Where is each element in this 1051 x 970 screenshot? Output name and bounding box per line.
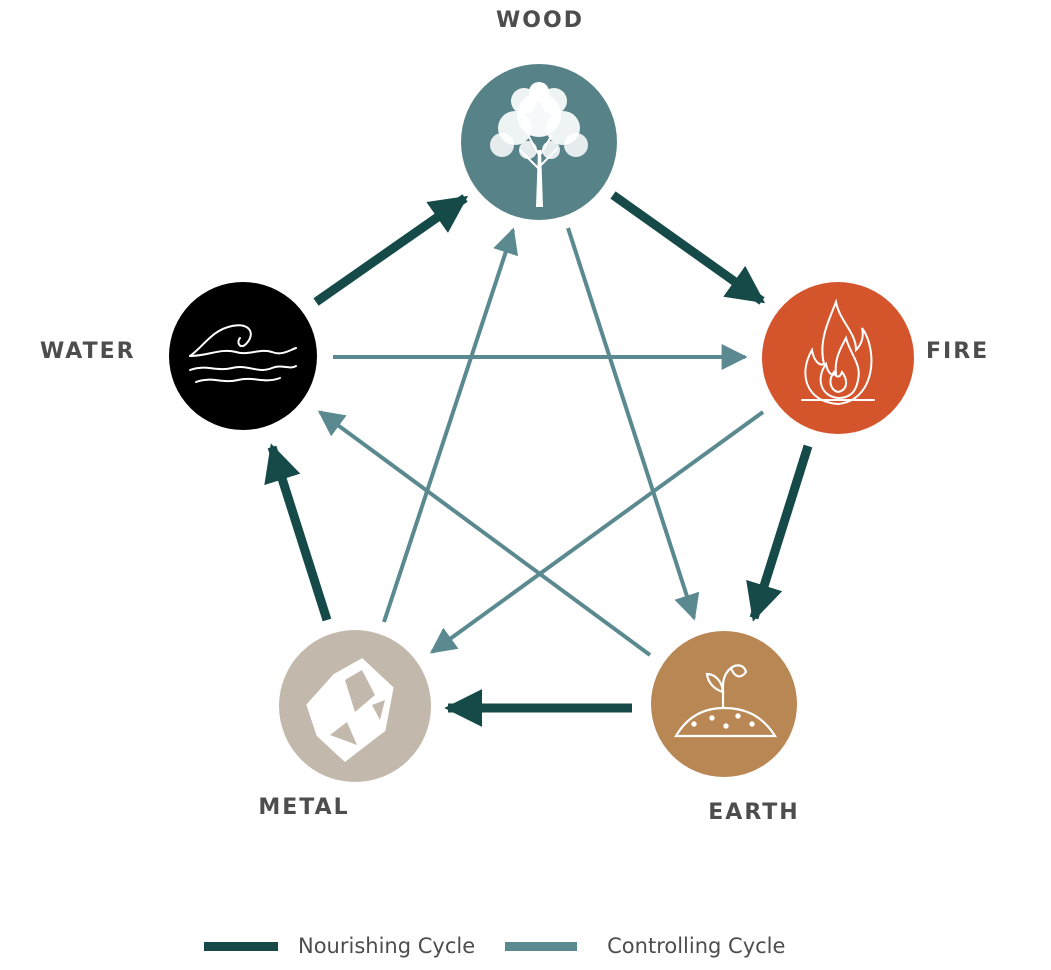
earth-node <box>651 631 797 777</box>
nourishing-arrow-wood-fire <box>610 191 766 305</box>
nourishing-arrow-water-wood <box>313 194 469 306</box>
wood-label: WOOD <box>496 8 584 33</box>
controlling-arrow-fire-metal <box>429 410 765 654</box>
rock-icon <box>306 658 394 762</box>
fire-label: FIRE <box>926 339 990 364</box>
sprout-icon <box>674 664 777 738</box>
metal-node <box>279 630 431 782</box>
legend: Nourishing Cycle Controlling Cycle <box>204 934 785 958</box>
earth-label: EARTH <box>708 800 800 825</box>
metal-label: METAL <box>258 795 350 820</box>
wood-node <box>461 64 617 220</box>
water-node <box>169 282 317 430</box>
legend-controlling-label: Controlling Cycle <box>607 934 786 958</box>
legend-controlling-swatch <box>505 941 578 951</box>
flame-icon <box>801 298 875 406</box>
tree-icon <box>490 82 588 207</box>
fire-node <box>762 282 914 434</box>
nourishing-arrow-metal-water <box>264 443 332 622</box>
water-label: WATER <box>40 339 136 364</box>
legend-nourishing-label: Nourishing Cycle <box>298 934 476 958</box>
controlling-arrows <box>317 227 765 657</box>
controlling-arrow-earth-water <box>317 410 652 657</box>
legend-nourishing-swatch <box>204 941 278 951</box>
controlling-arrow-wood-earth <box>566 227 700 621</box>
wave-icon <box>189 324 297 383</box>
nourishing-arrow-fire-earth <box>746 444 813 622</box>
controlling-arrow-metal-wood <box>382 227 519 623</box>
nourishing-arrows <box>264 191 813 727</box>
